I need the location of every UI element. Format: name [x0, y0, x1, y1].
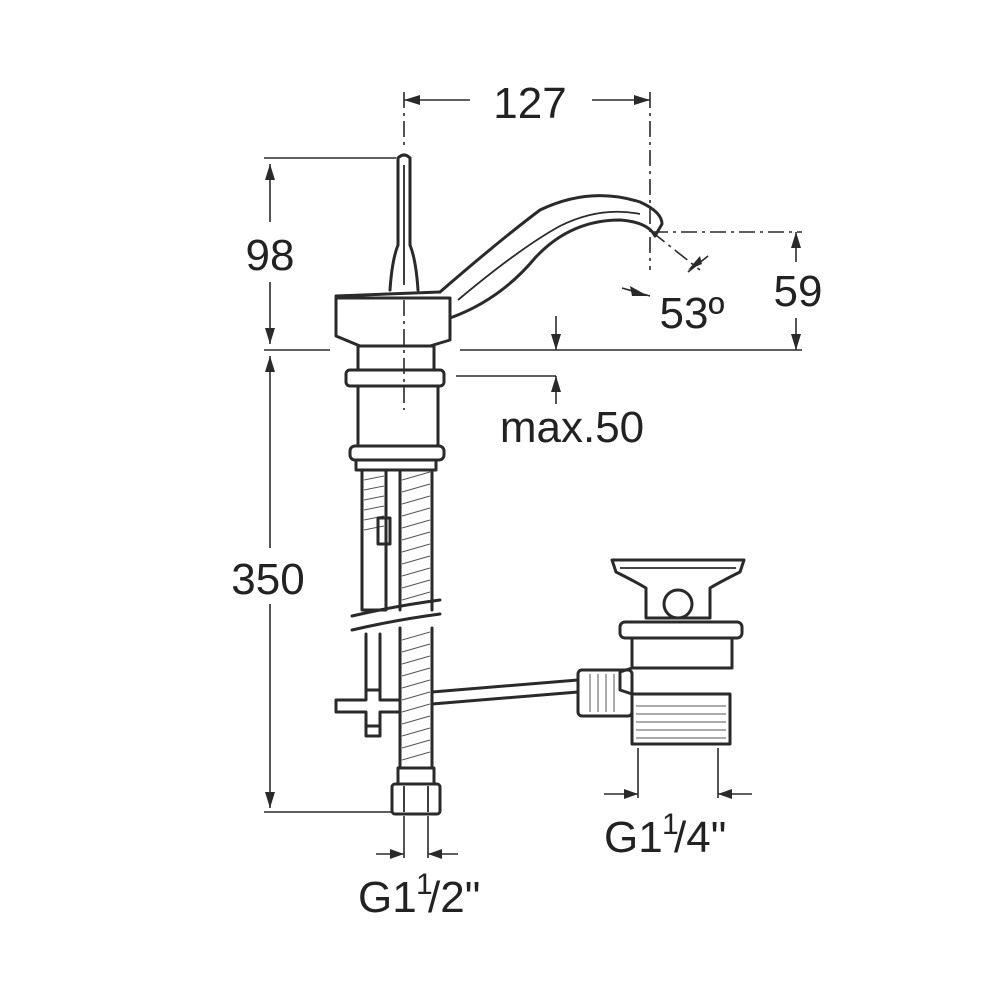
- dimension-lines: [264, 95, 802, 859]
- pivot-hatching: [589, 674, 615, 712]
- dim-label-spout-angle: 53º: [659, 289, 724, 338]
- dim-label-max-deck-thickness: max.50: [500, 403, 644, 452]
- center-lines: [403, 92, 802, 410]
- dim-label-total-length: 350: [231, 555, 304, 604]
- dim-label-spout-height: 59: [774, 267, 823, 316]
- waste-thread-hatching: [636, 705, 726, 739]
- faucet-body: [334, 153, 664, 816]
- dim-label-supply-thread: G1 1 /2": [358, 868, 480, 922]
- waste-assembly: [576, 558, 746, 746]
- supply-thread-main: G1: [358, 873, 417, 922]
- waste-thread-main: G1: [604, 813, 663, 862]
- supply-thread-den: /2": [428, 873, 480, 922]
- waste-thread-den: /4": [674, 813, 726, 862]
- dim-label-lever-height: 98: [246, 231, 295, 280]
- dim-label-spout-reach: 127: [493, 79, 566, 128]
- supply-thread-num: 1: [416, 868, 433, 901]
- hose-braid: [401, 471, 431, 761]
- dim-label-waste-thread: G1 1 /4": [604, 808, 726, 862]
- thread-hatching: [363, 475, 385, 531]
- waste-thread-num: 1: [662, 808, 679, 841]
